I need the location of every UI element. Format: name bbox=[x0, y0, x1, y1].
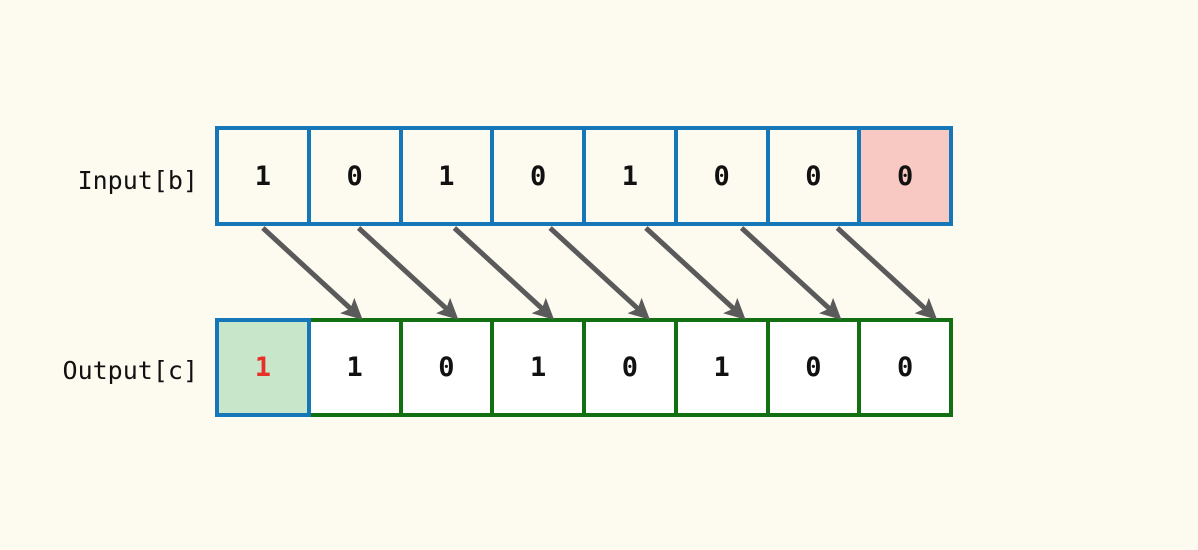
input-cell-3: 0 bbox=[490, 126, 586, 226]
shift-arrow-1 bbox=[356, 226, 459, 320]
output-cell-4: 0 bbox=[582, 318, 678, 417]
input-row-label: Input[b] bbox=[77, 166, 198, 195]
output-cell-3: 1 bbox=[490, 318, 586, 417]
input-cell-7: 0 bbox=[857, 126, 953, 226]
shift-arrow-0 bbox=[261, 226, 363, 320]
shift-arrow-2 bbox=[452, 226, 555, 320]
input-cell-2: 1 bbox=[398, 126, 495, 226]
shift-arrow-4 bbox=[644, 226, 746, 320]
output-cell-5: 1 bbox=[673, 318, 770, 417]
shift-arrow-3 bbox=[548, 226, 650, 320]
input-cell-5: 0 bbox=[673, 126, 770, 226]
output-row-label: Output[c] bbox=[62, 356, 198, 385]
input-cell-1: 0 bbox=[306, 126, 403, 226]
shift-arrow-5 bbox=[739, 226, 842, 320]
output-cell-7: 0 bbox=[857, 318, 953, 417]
shift-arrow-6 bbox=[835, 226, 938, 320]
output-cell-0: 1 bbox=[215, 318, 311, 417]
output-cell-2: 0 bbox=[398, 318, 495, 417]
input-cell-4: 1 bbox=[582, 126, 678, 226]
input-cell-0: 1 bbox=[215, 126, 311, 226]
output-cell-6: 0 bbox=[765, 318, 862, 417]
input-cell-6: 0 bbox=[765, 126, 862, 226]
output-cell-1: 1 bbox=[306, 318, 403, 417]
